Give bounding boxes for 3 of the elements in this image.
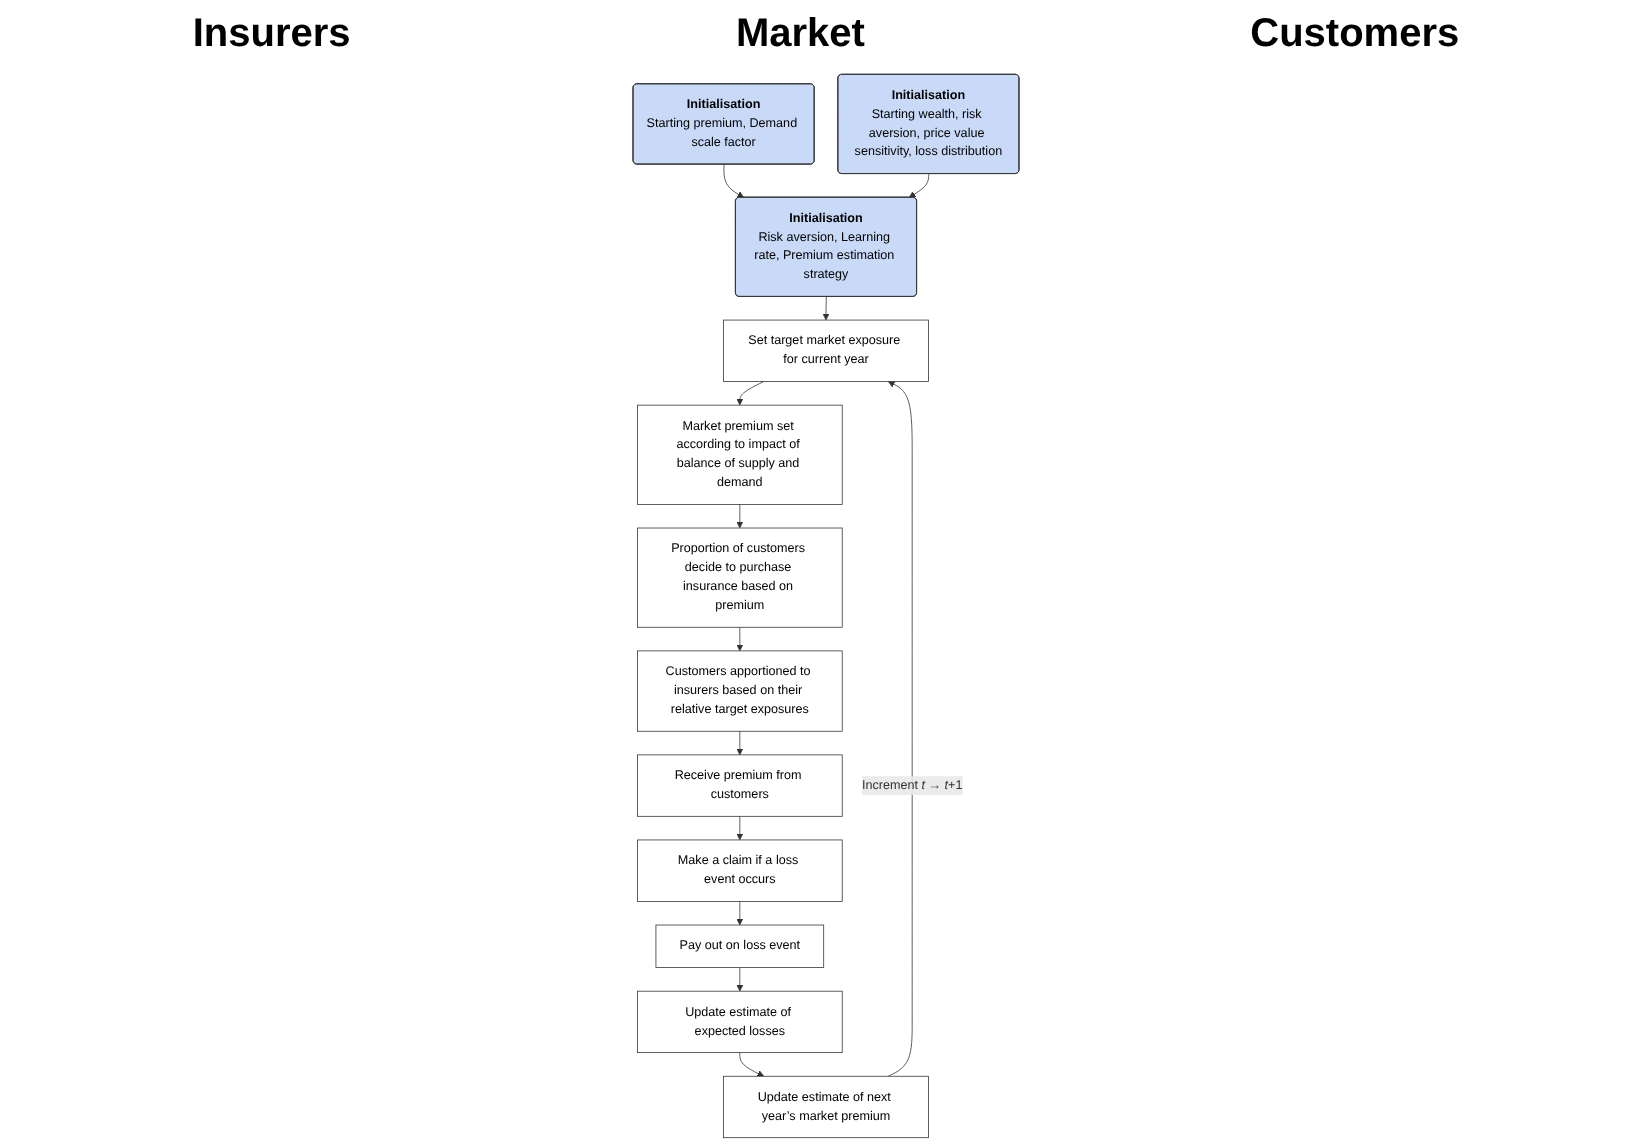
lane-heading: Customers: [1250, 11, 1460, 57]
lane-heading: Market: [735, 11, 865, 57]
lane-heading: Insurers: [192, 11, 351, 57]
